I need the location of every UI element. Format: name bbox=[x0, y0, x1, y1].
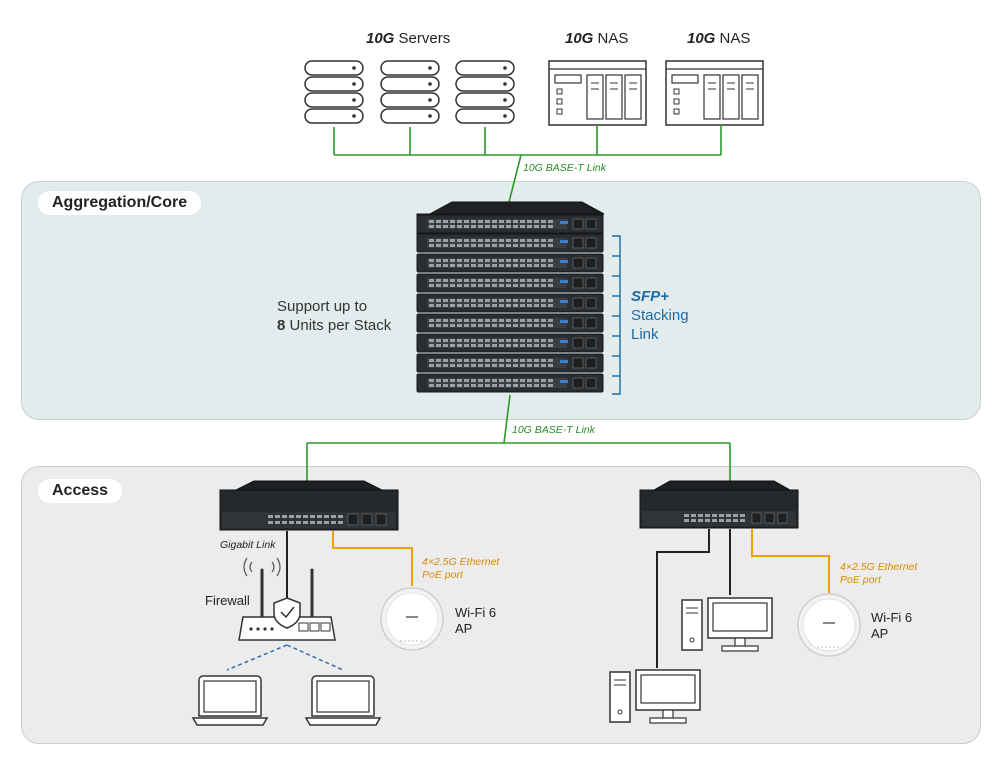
poe-link-left bbox=[332, 531, 413, 586]
server-icon bbox=[305, 61, 363, 123]
wifi-ap-icon bbox=[380, 587, 444, 651]
poe-link-right bbox=[751, 529, 830, 593]
laptop-icon bbox=[305, 675, 381, 726]
access-switch-left bbox=[219, 480, 399, 531]
top-link-lines bbox=[333, 125, 722, 207]
sfp-stacking-label: SFP+ Stacking Link bbox=[631, 288, 689, 343]
nas-label: 10G NAS bbox=[687, 30, 751, 47]
mid-link-lines bbox=[306, 394, 731, 481]
stack-support-note: Support up to 8 Units per Stack bbox=[277, 298, 392, 334]
nas-icon bbox=[548, 60, 647, 126]
top-link-label: 10G BASE-T Link bbox=[523, 162, 606, 174]
right-access-cables bbox=[656, 529, 731, 668]
wifi-ap-icon bbox=[797, 593, 861, 657]
mid-link-label: 10G BASE-T Link bbox=[512, 424, 595, 436]
aggregation-core-title: Aggregation/Core bbox=[38, 191, 202, 215]
access-title: Access bbox=[38, 479, 123, 503]
firewall-icon bbox=[238, 557, 336, 641]
server-icon bbox=[381, 61, 439, 123]
wireless-dashed-lines bbox=[226, 644, 344, 671]
gigabit-link-label: Gigabit Link bbox=[220, 539, 276, 551]
server-icon bbox=[456, 61, 514, 123]
access-switch-right bbox=[639, 480, 799, 529]
laptop-icon bbox=[192, 675, 268, 726]
core-switch-stack bbox=[416, 201, 605, 393]
desktop-icon bbox=[609, 669, 701, 724]
desktop-icon bbox=[681, 597, 773, 652]
nas-icon bbox=[665, 60, 764, 126]
nas-label: 10G NAS bbox=[565, 30, 629, 47]
firewall-label: Firewall bbox=[205, 593, 250, 608]
servers-label: 10G Servers bbox=[366, 30, 451, 47]
stacking-bracket bbox=[612, 235, 621, 395]
